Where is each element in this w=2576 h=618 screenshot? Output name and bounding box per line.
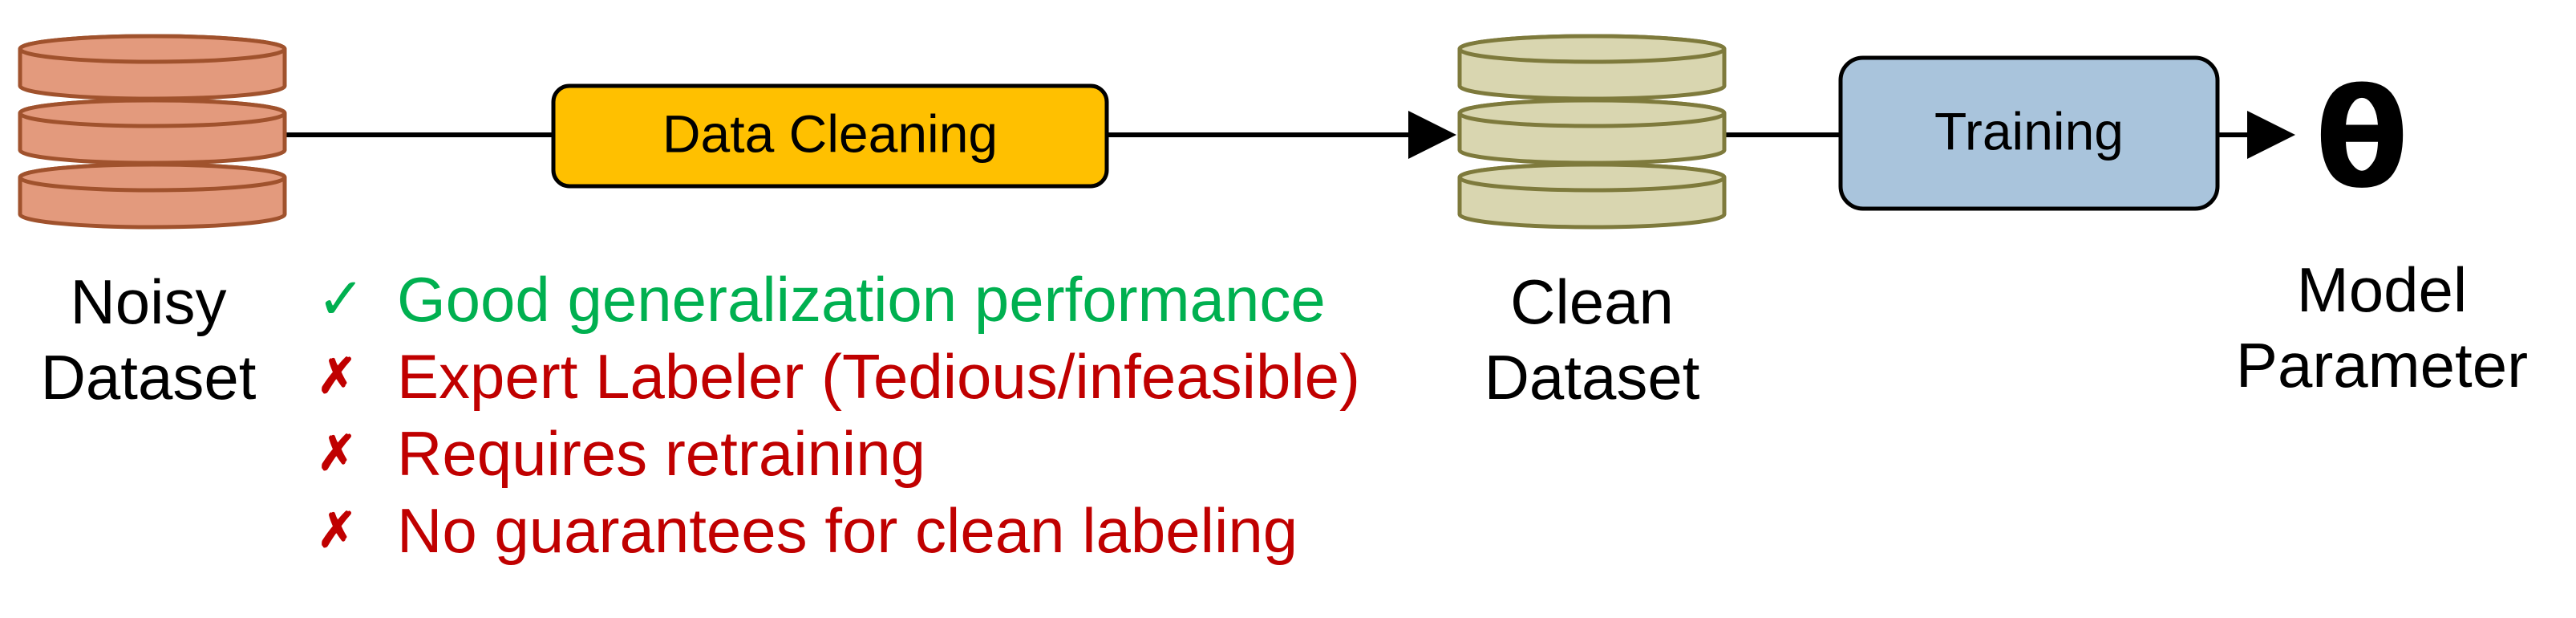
training-box: Training <box>1838 55 2220 211</box>
tradeoff-item-text: Requires retraining <box>397 418 926 489</box>
tradeoff-item-text: Good generalization performance <box>397 264 1326 335</box>
noisy-dataset-label-line2: Dataset <box>40 341 257 413</box>
tradeoff-item-con: ✗ No guarantees for clean labeling <box>317 492 1360 569</box>
training-rect <box>1838 55 2220 211</box>
tradeoff-list: ✓ Good generalization performance ✗ Expe… <box>317 261 1360 569</box>
check-icon: ✓ <box>317 267 366 331</box>
cross-icon: ✗ <box>317 503 358 557</box>
clean-dataset-label-line2: Dataset <box>1484 341 1700 413</box>
tradeoff-item-con: ✗ Expert Labeler (Tedious/infeasible) <box>317 338 1360 415</box>
tradeoff-item-text: Expert Labeler (Tedious/infeasible) <box>397 341 1361 412</box>
noisy-dataset-label: Noisy Dataset <box>24 265 273 415</box>
data-cleaning-box: Data Cleaning <box>551 83 1109 189</box>
database-disk-top <box>1457 98 1727 128</box>
database-disk-top <box>18 98 287 128</box>
database-disk-top <box>1457 162 1727 193</box>
training-label: Training <box>1934 101 2124 161</box>
database-disk-top <box>18 34 287 64</box>
noisy-dataset-label-line1: Noisy <box>70 266 227 337</box>
data-cleaning-label: Data Cleaning <box>662 104 998 163</box>
clean-dataset-label: Clean Dataset <box>1460 265 1724 415</box>
tradeoff-item-text: No guarantees for clean labeling <box>397 495 1298 566</box>
clean-database-icon <box>1457 34 1727 230</box>
model-parameter-label-line1: Model <box>2296 254 2468 325</box>
data-cleaning-rect <box>551 83 1109 189</box>
cross-icon: ✗ <box>317 426 358 480</box>
theta-symbol: θ <box>2315 60 2409 219</box>
database-disk-top <box>18 162 287 193</box>
cross-icon: ✗ <box>317 349 358 403</box>
model-parameter-label-line2: Parameter <box>2235 329 2529 400</box>
tradeoff-item-pro: ✓ Good generalization performance <box>317 261 1360 338</box>
noisy-database-icon <box>18 34 287 230</box>
model-parameter-label: Model Parameter <box>2222 253 2542 403</box>
database-disk-top <box>1457 34 1727 64</box>
tradeoff-item-con: ✗ Requires retraining <box>317 415 1360 492</box>
clean-dataset-label-line1: Clean <box>1510 266 1674 337</box>
